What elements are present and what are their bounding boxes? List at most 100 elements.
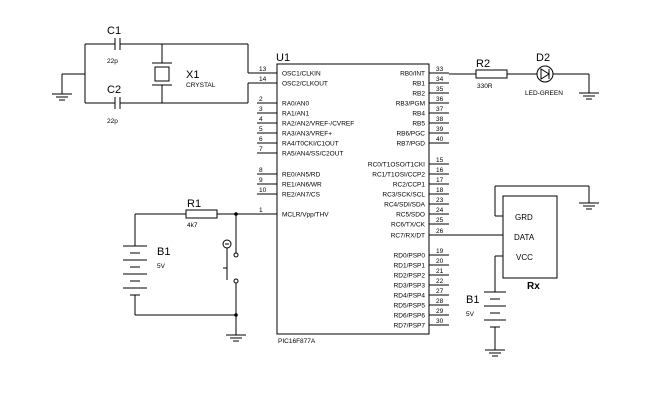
battery-b1-right: B1 5V — [466, 291, 506, 328]
u1-pin-number: 9 — [259, 177, 263, 184]
reset-circuit: R1 4k7 B1 5V — [123, 198, 257, 342]
rx-body — [502, 195, 558, 279]
u1-pin-name: RA0/AN0 — [282, 101, 309, 108]
u1-pin-name: RA4/T0CKI/C1OUT — [282, 141, 339, 148]
ground-symbol — [226, 334, 246, 342]
u1-pin-name: RB2 — [412, 91, 425, 98]
u1-pin-number: 16 — [436, 167, 444, 174]
reset-switch — [222, 214, 239, 315]
u1-pin-name: RD1/PSP1 — [394, 263, 426, 270]
u1-pin-number: 1 — [259, 207, 263, 214]
u1-pin-number: 20 — [436, 258, 444, 265]
u1-pin-number: 4 — [259, 116, 263, 123]
u1-pin-number: 25 — [436, 217, 444, 224]
u1-pin-name: RC6/TX/CK — [391, 222, 426, 229]
b1-right-ref-label: B1 — [466, 294, 479, 306]
r1-ref-label: R1 — [187, 198, 201, 210]
x1-value-label: CRYSTAL — [186, 82, 216, 89]
u1-pin-number: 15 — [436, 157, 444, 164]
c1-value-label: 22p — [107, 58, 118, 65]
u1-pin-name: RB3/PGM — [396, 101, 425, 108]
resistor-r2: R2 330R — [475, 58, 508, 90]
ground-symbol — [52, 93, 72, 101]
r2-value-label: 330R — [477, 83, 493, 90]
u1-pin-number: 23 — [436, 197, 444, 204]
u1-pin-number: 40 — [436, 136, 444, 143]
u1-part-label: PIC16F877A — [278, 338, 316, 345]
u1-pin-name: RD6/PSP6 — [394, 313, 426, 320]
u1-pin-name: RD5/PSP5 — [394, 303, 426, 310]
u1-pin-name: RC7/RX/DT — [391, 233, 425, 240]
u1-pin-number: 34 — [436, 76, 444, 83]
u1-pin-name: RB4 — [412, 111, 425, 118]
u1-pin-name: RD7/PSP7 — [394, 323, 426, 330]
u1-pin-name: RB0/INT — [400, 71, 425, 78]
u1-pin-number: 2 — [259, 96, 263, 103]
rx-pin-data: DATA — [514, 233, 535, 242]
u1-pin-name: RE1/AN6/WR — [282, 182, 322, 189]
ground-symbol — [579, 92, 599, 100]
u1-pin-name: RC3/SCK/SCL — [382, 192, 425, 199]
r2-ref-label: R2 — [476, 58, 490, 70]
u1-pin-number: 6 — [259, 136, 263, 143]
u1-pin-name: RD3/PSP3 — [394, 283, 426, 290]
u1-pin-number: 21 — [436, 268, 444, 275]
u1-pin-number: 27 — [436, 288, 444, 295]
c2-value-label: 22p — [107, 118, 118, 125]
u1-pin-number: 28 — [436, 298, 444, 305]
u1-pin-number: 17 — [436, 177, 444, 184]
rx-module: GRD DATA VCC Rx B1 5V — [449, 185, 599, 357]
u1-pin-name: RA1/AN1 — [282, 111, 309, 118]
u1-pin-number: 26 — [436, 228, 444, 235]
u1-pin-number: 33 — [436, 66, 444, 73]
u1-pin-number: 5 — [259, 126, 263, 133]
u1-right-pins: 33RB0/INT34RB135RB236RB3/PGM37RB438RB539… — [368, 66, 449, 330]
u1-pin-number: 14 — [259, 76, 267, 83]
capacitor-c2: C2 22p — [107, 84, 121, 125]
u1-pin-number: 37 — [436, 106, 444, 113]
d2-ref-label: D2 — [536, 52, 550, 64]
battery-b1-left: B1 5V — [123, 245, 170, 296]
u1-pin-number: 8 — [259, 167, 263, 174]
u1-pin-name: RC2/CCP1 — [393, 182, 426, 189]
u1-pin-name: RD0/PSP0 — [394, 253, 426, 260]
rx-pin-grd: GRD — [515, 213, 533, 222]
u1-pin-name: RD4/PSP4 — [394, 293, 426, 300]
u1-pin-name: MCLR/Vpp/THV — [282, 212, 329, 219]
c2-ref-label: C2 — [107, 84, 121, 96]
u1-pin-number: 24 — [436, 207, 444, 214]
u1-pin-name: RB5 — [412, 121, 425, 128]
u1-pin-name: RE2/AN7/CS — [282, 192, 321, 199]
u1-pin-name: RB6/PGC — [396, 131, 425, 138]
d2-value-label: LED-GREEN — [525, 90, 563, 97]
u1-pin-number: 18 — [436, 187, 444, 194]
u1-body — [276, 63, 430, 335]
u1-ref-label: U1 — [276, 52, 290, 64]
u1-pin-number: 35 — [436, 86, 444, 93]
u1-pin-number: 39 — [436, 126, 444, 133]
u1-pin-number: 30 — [436, 318, 444, 325]
u1-pin-name: RD2/PSP2 — [394, 273, 426, 280]
u1-pin-number: 38 — [436, 116, 444, 123]
